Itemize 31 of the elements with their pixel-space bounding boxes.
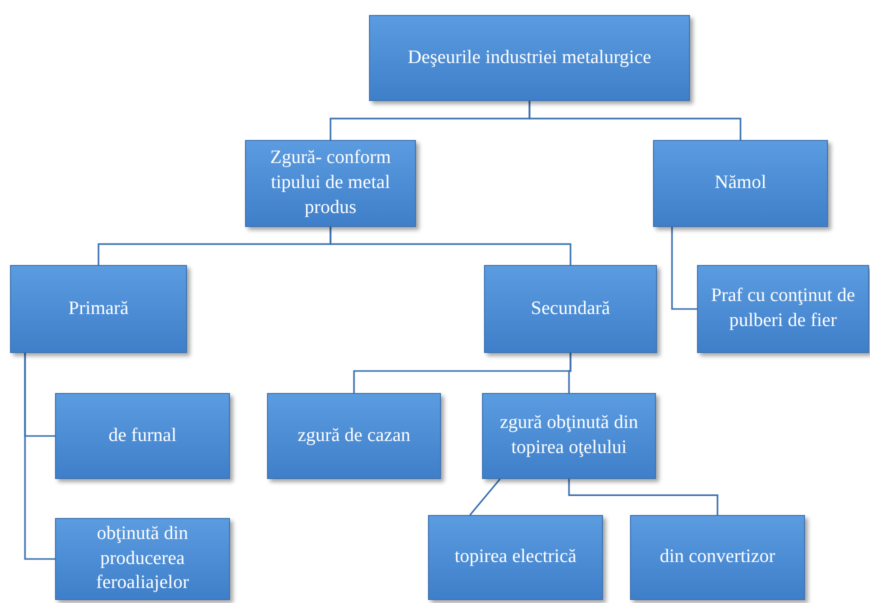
category-box [267, 393, 441, 479]
connector-line [24, 353, 55, 560]
node-label: Nămol [714, 171, 768, 196]
node-label: topirea electrică [454, 545, 578, 570]
node-label: zgură obţinută din topirea oţelului [498, 411, 640, 460]
category-box [428, 515, 603, 600]
category-box [369, 15, 690, 101]
connector-line [568, 479, 718, 515]
node-label: zgură de cazan [296, 424, 412, 448]
connector-line [528, 101, 742, 140]
node-label: Primară [67, 296, 130, 321]
connector-line [330, 227, 572, 265]
category-box [55, 393, 230, 479]
connector-line [568, 353, 572, 393]
node-label: de furnal [107, 424, 178, 448]
category-box [10, 265, 187, 353]
connector-line [469, 478, 501, 516]
category-box [653, 140, 828, 227]
category-box [484, 265, 657, 353]
connector-line [671, 227, 697, 310]
node-label: Zgură- conform tipului de metal produs [269, 146, 392, 220]
node-label: din convertizor [658, 545, 776, 570]
category-box [630, 515, 805, 600]
node-label: Praf cu conţinut de pulberi de fier [710, 284, 856, 333]
category-box [697, 265, 869, 353]
category-box [245, 140, 416, 227]
node-label: Deşeurile industriei metalurgice [406, 46, 652, 70]
category-box [55, 518, 230, 600]
category-box [482, 393, 656, 479]
node-label: Secundară [530, 296, 612, 321]
node-label: obţinută din producerea feroaliajelor [95, 522, 190, 596]
